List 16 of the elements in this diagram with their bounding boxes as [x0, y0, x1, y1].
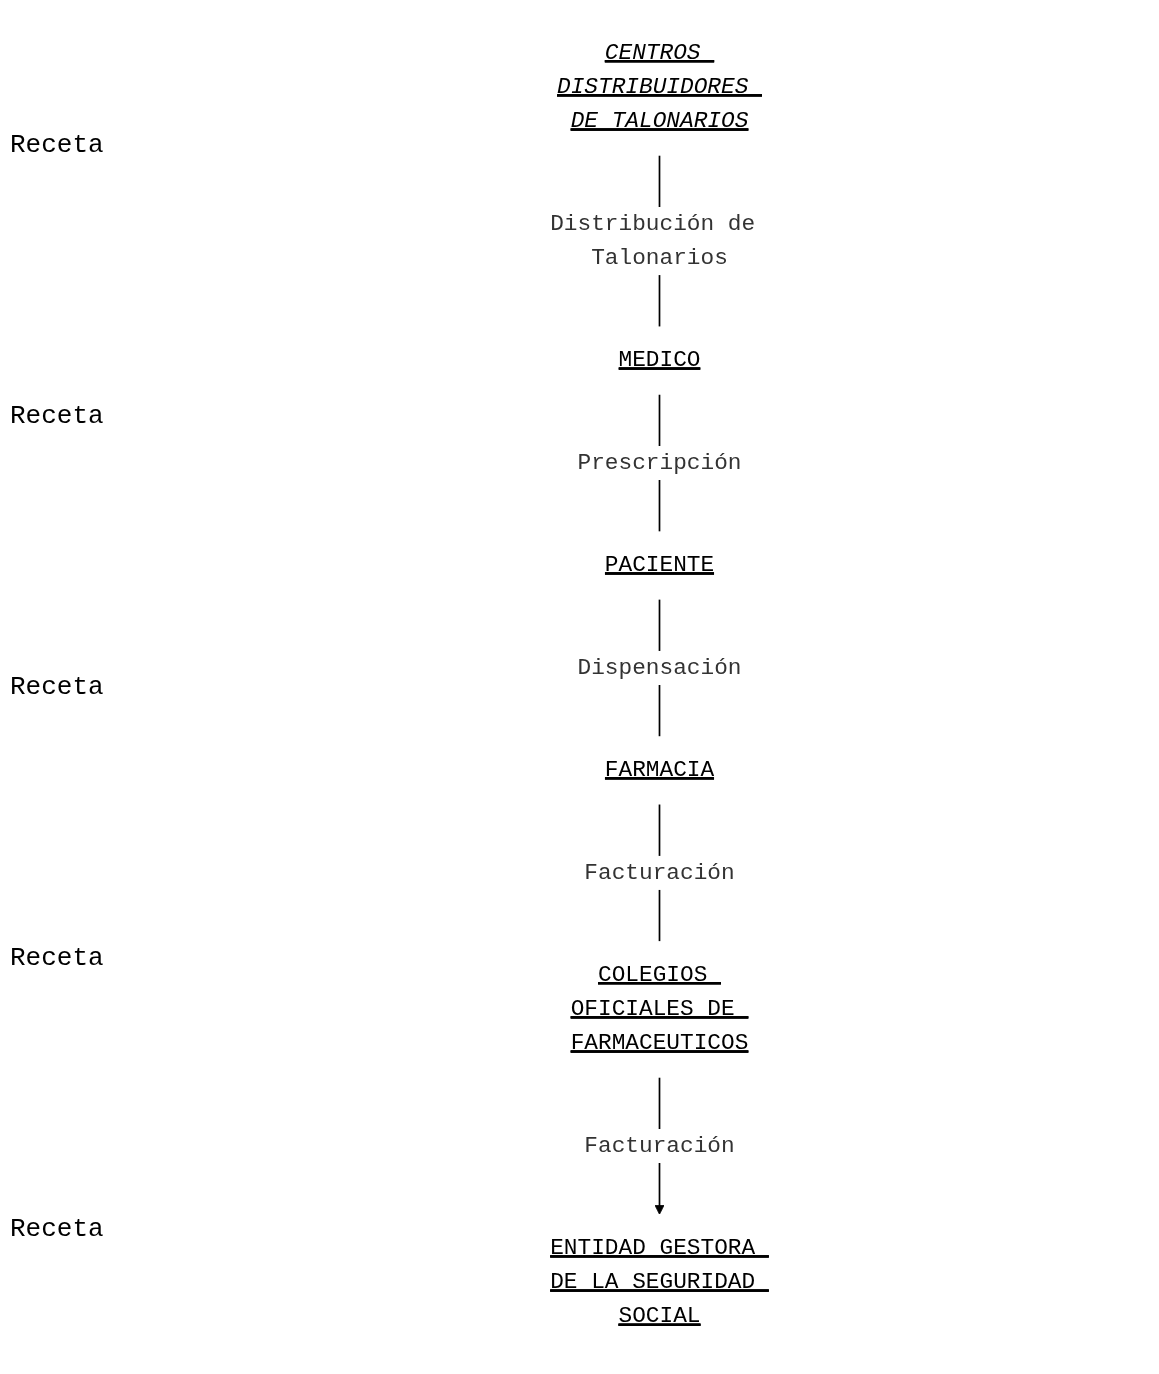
edge-label: Distribución de Talonarios [550, 210, 756, 271]
node-text: MEDICO [618, 346, 701, 374]
edge-label: Dispensación [577, 654, 742, 681]
edge-label: Facturación [584, 1132, 735, 1159]
node-text: ENTIDAD GESTORA DE LA SEGURIDAD SOCIAL [550, 1234, 756, 1330]
row-label: Receta [10, 130, 105, 161]
row-label: Receta [10, 942, 105, 973]
node-text: CENTROS DISTRIBUIDORES DE TALONARIOS [557, 39, 749, 135]
node-text: COLEGIOS OFICIALES DE FARMACEUTICOS [570, 961, 749, 1057]
row-label: Receta [10, 672, 105, 702]
node-text: PACIENTE [604, 551, 715, 578]
edge-label: Prescripción [577, 449, 742, 476]
node-text: FARMACIA [604, 756, 715, 783]
row-label: Receta [10, 401, 105, 432]
edge-label: Facturación [584, 859, 735, 886]
row-label: Receta [10, 1213, 105, 1244]
